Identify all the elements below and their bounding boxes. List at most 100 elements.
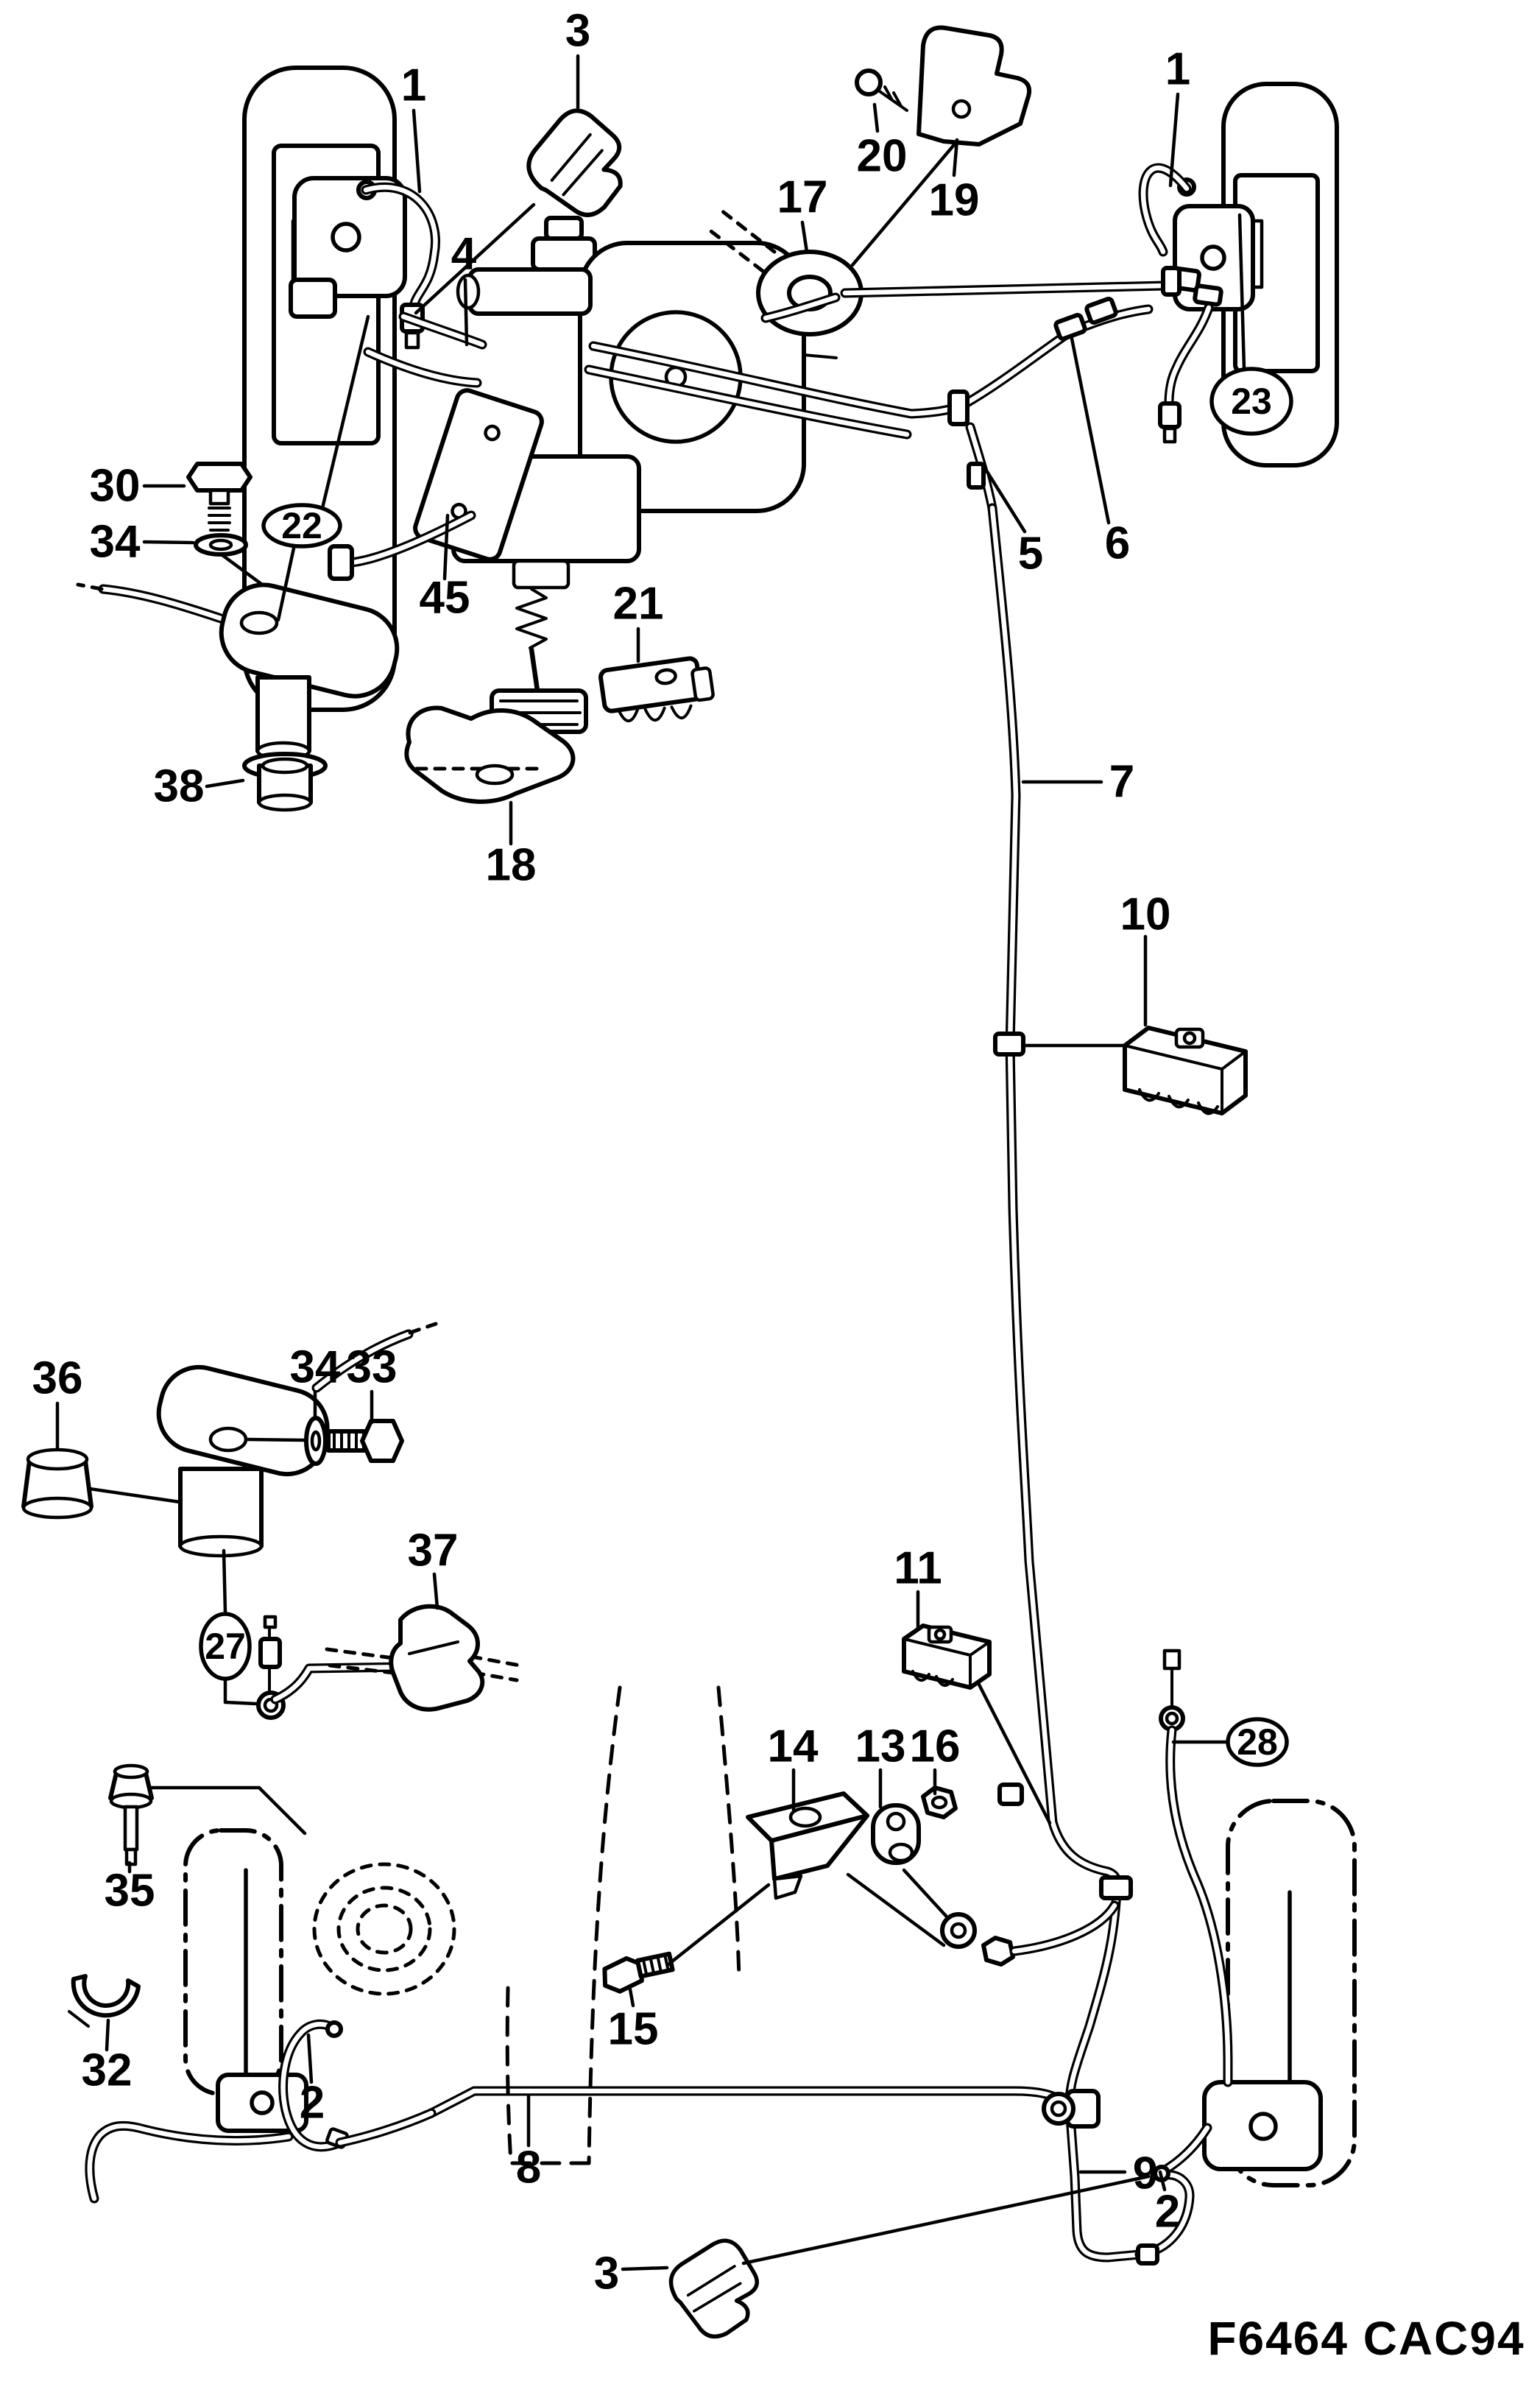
joint-hex	[981, 1936, 1015, 1967]
clamp-block-11	[902, 1623, 1052, 1825]
callout-label: 34	[290, 1342, 341, 1393]
callout-label: 17	[777, 172, 828, 223]
callout-leader	[1237, 213, 1246, 370]
reservoir-cap	[544, 216, 584, 241]
callout-label: 1	[401, 60, 426, 111]
callout-35: 35	[105, 1861, 155, 1917]
nut-16	[921, 1785, 958, 1819]
callout-label: 10	[1120, 889, 1171, 940]
callout-45: 45	[420, 513, 470, 624]
callout-circle	[1209, 367, 1293, 436]
callout-label: 27	[205, 1626, 246, 1667]
callout-10: 10	[1120, 889, 1171, 1027]
grommet-17	[703, 205, 863, 336]
hose-through-37	[270, 1647, 522, 1704]
master-cylinder-body	[467, 267, 593, 316]
bracket-18	[404, 705, 576, 804]
callout-label: 14	[768, 1721, 819, 1772]
union-bracket	[1042, 2089, 1101, 2129]
washer-34-front	[194, 533, 248, 557]
callout-19: 19	[929, 138, 980, 226]
bolt-33	[326, 1419, 404, 1463]
callout-9: 9	[1078, 2148, 1158, 2199]
bolt-15	[602, 1951, 675, 1994]
callout-5: 5	[983, 466, 1043, 579]
elbow-pipe-core	[1166, 305, 1212, 406]
callout-label: 30	[90, 461, 141, 512]
callout-leader	[222, 1548, 227, 1615]
callout-label: 20	[857, 131, 908, 182]
callout-33: 33	[347, 1342, 397, 1425]
brake-hose-front-left-core	[363, 185, 438, 309]
callout-label: 37	[408, 1526, 459, 1576]
brake-booster	[578, 241, 806, 513]
callout-leader	[432, 1572, 439, 1610]
rear-left-wheel	[183, 1828, 308, 2133]
clip3-bottom-mount-line	[741, 2174, 1151, 2266]
plug35-mount-line	[148, 1785, 307, 1836]
callout-label: 34	[90, 517, 141, 568]
pipe-clip-rear	[1099, 1875, 1133, 1900]
callout-leader	[205, 778, 245, 789]
callout-23: 23	[1209, 213, 1293, 436]
pedal-rod	[529, 646, 540, 694]
master-cylinder-nose	[456, 273, 481, 310]
callout-label: 3	[594, 2249, 619, 2299]
callout-37: 37	[408, 1526, 459, 1610]
callout-label: 23	[1231, 381, 1272, 422]
callout-18: 18	[486, 800, 536, 891]
callout-3: 3	[565, 6, 590, 110]
callout-label: 19	[929, 175, 980, 226]
callout-label: 2	[300, 2078, 325, 2129]
callout-label: 11	[894, 1543, 942, 1594]
callout-34: 34	[290, 1342, 341, 1419]
bolt33-axis-line	[245, 1437, 307, 1442]
clip-32	[68, 1974, 141, 2028]
hose-clip-37	[389, 1604, 485, 1712]
callout-leader	[1158, 2170, 1167, 2192]
sensor-cylinder-rear	[178, 1467, 264, 1548]
bracket-19	[916, 25, 1032, 147]
callout-leader	[105, 2018, 110, 2052]
callout-label: 32	[82, 2045, 133, 2096]
pipe-5-fitting	[967, 462, 986, 490]
callout-28: 28	[1171, 1717, 1289, 1767]
bushing-36	[21, 1448, 93, 1520]
clamp11-mount-line	[977, 1682, 1052, 1825]
spring-clip-3-bottom	[668, 2238, 760, 2339]
callout-label: 3	[565, 6, 590, 57]
callout-38: 38	[154, 761, 245, 812]
screw-20	[855, 68, 908, 112]
pipe9-end-fitting	[1136, 2243, 1159, 2266]
callout-leader	[1070, 336, 1111, 525]
callout-label: 6	[1105, 518, 1130, 569]
callout-label: 16	[910, 1721, 961, 1772]
wheel-sensor-rear	[156, 1322, 438, 1558]
callout-label: 13	[855, 1721, 906, 1772]
bracket19-mount-line	[850, 139, 959, 267]
pipe-fitting-27	[258, 1637, 282, 1669]
pedal-spring	[515, 588, 548, 649]
callout-22: 22	[261, 314, 370, 622]
hose-rear-left-core	[280, 2022, 343, 2149]
callout-label: 4	[451, 229, 477, 280]
callout-14: 14	[768, 1721, 819, 1812]
flare-nut-b	[1084, 296, 1118, 325]
callout-label: 9	[1133, 2148, 1158, 2199]
callout-34: 34	[90, 517, 195, 568]
callout-11: 11	[894, 1543, 942, 1629]
callout-32: 32	[82, 2018, 133, 2096]
hose-ring-rear-left	[325, 2020, 343, 2038]
callout-8: 8	[516, 2093, 541, 2193]
caliper-front-left	[292, 176, 407, 298]
callout-leader	[983, 466, 1027, 534]
callout-1: 1	[1165, 44, 1190, 188]
rear-left-pipes	[85, 2019, 349, 2204]
callout-label: 28	[1237, 1721, 1278, 1763]
joint-assembly	[666, 1868, 1120, 1967]
spare-wheel-well	[312, 1862, 456, 1996]
callout-20: 20	[857, 102, 908, 182]
pipe-clip-cross	[1161, 266, 1182, 297]
booster-stud-b	[802, 353, 838, 359]
